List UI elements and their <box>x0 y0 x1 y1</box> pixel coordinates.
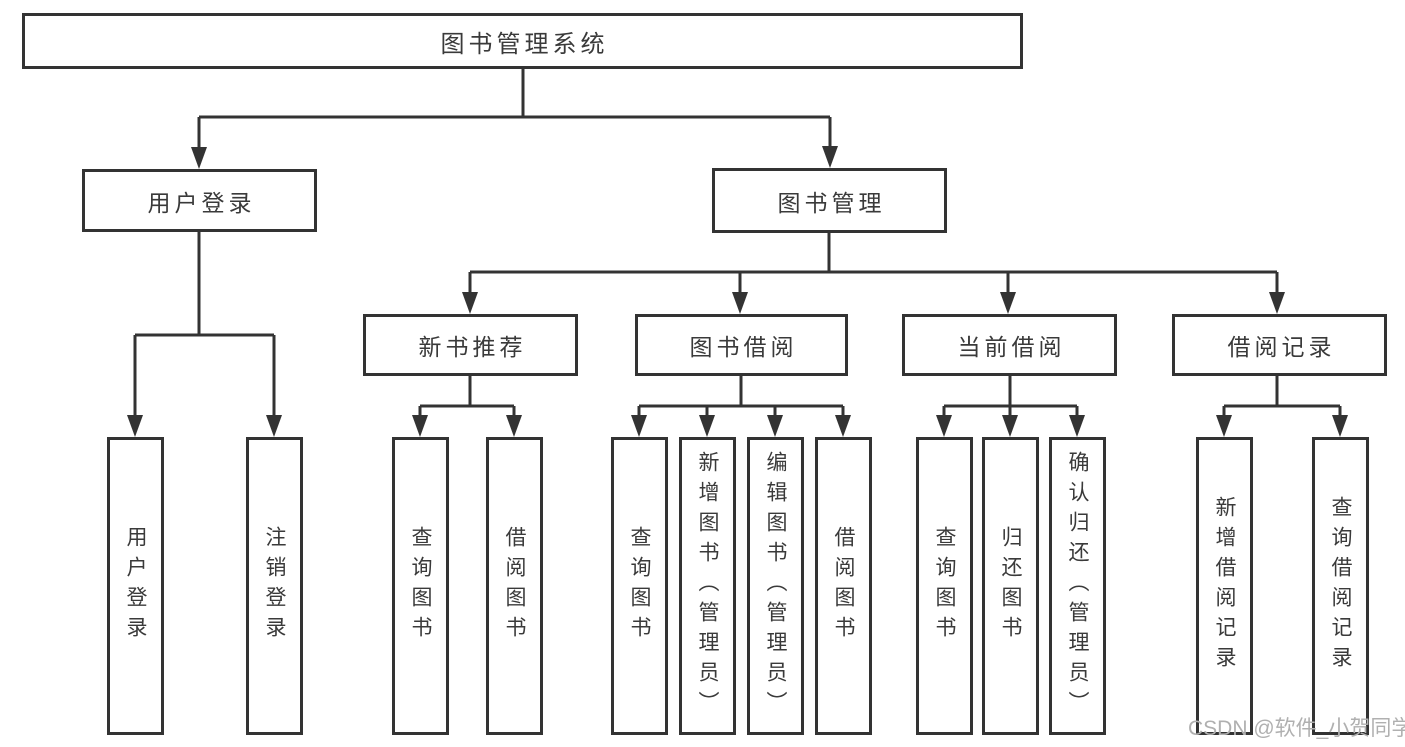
leaf-label: 借阅图书 <box>503 526 526 646</box>
leaf-label: 编辑图书（管理员） <box>764 451 787 721</box>
tree-edges <box>133 69 1342 416</box>
node-new-book-recommend: 新书推荐 <box>363 314 578 376</box>
leaf-borrow-books: 借阅图书 <box>486 437 543 735</box>
leaf-label: 新增图书（管理员） <box>696 451 719 721</box>
leaf-add-books-admin: 新增图书（管理员） <box>679 437 736 735</box>
leaf-label: 确认归还（管理员） <box>1066 451 1089 721</box>
node-label: 用户登录 <box>147 189 256 216</box>
leaf-label: 查询图书 <box>409 526 432 646</box>
node-label: 借阅记录 <box>1227 334 1336 360</box>
arrowheads <box>127 146 1348 437</box>
leaf-logout: 注销登录 <box>246 437 303 735</box>
leaf-query-books: 查询图书 <box>916 437 973 735</box>
node-label: 图书管理 <box>777 189 886 216</box>
leaf-add-borrow-record: 新增借阅记录 <box>1196 437 1253 735</box>
leaf-confirm-return-admin: 确认归还（管理员） <box>1049 437 1106 735</box>
leaf-label: 注销登录 <box>263 526 286 646</box>
leaf-query-books: 查询图书 <box>611 437 668 735</box>
leaf-label: 借阅图书 <box>832 526 855 646</box>
leaf-borrow-books: 借阅图书 <box>815 437 872 735</box>
leaf-label: 查询借阅记录 <box>1329 496 1352 676</box>
leaf-label: 查询图书 <box>933 526 956 646</box>
node-current-borrow: 当前借阅 <box>902 314 1117 376</box>
leaf-query-books: 查询图书 <box>392 437 449 735</box>
node-label: 当前借阅 <box>957 334 1066 360</box>
node-book-management: 图书管理 <box>712 168 947 233</box>
leaf-query-borrow-record: 查询借阅记录 <box>1312 437 1369 735</box>
leaf-user-login: 用户登录 <box>107 437 164 735</box>
leaf-label: 查询图书 <box>628 526 651 646</box>
leaf-label: 归还图书 <box>999 526 1022 646</box>
leaf-label: 用户登录 <box>124 526 147 646</box>
csdn-watermark: CSDN @软件_小贺同学 <box>1188 717 1405 740</box>
leaf-edit-books-admin: 编辑图书（管理员） <box>747 437 804 735</box>
node-borrow-records: 借阅记录 <box>1172 314 1387 376</box>
node-label: 图书管理系统 <box>440 30 609 58</box>
node-system-root: 图书管理系统 <box>22 13 1023 69</box>
node-book-borrow: 图书借阅 <box>635 314 848 376</box>
node-label: 图书借阅 <box>689 334 798 360</box>
node-label: 新书推荐 <box>418 334 527 360</box>
leaf-return-books: 归还图书 <box>982 437 1039 735</box>
leaf-label: 新增借阅记录 <box>1213 496 1236 676</box>
node-user-login: 用户登录 <box>82 169 317 232</box>
